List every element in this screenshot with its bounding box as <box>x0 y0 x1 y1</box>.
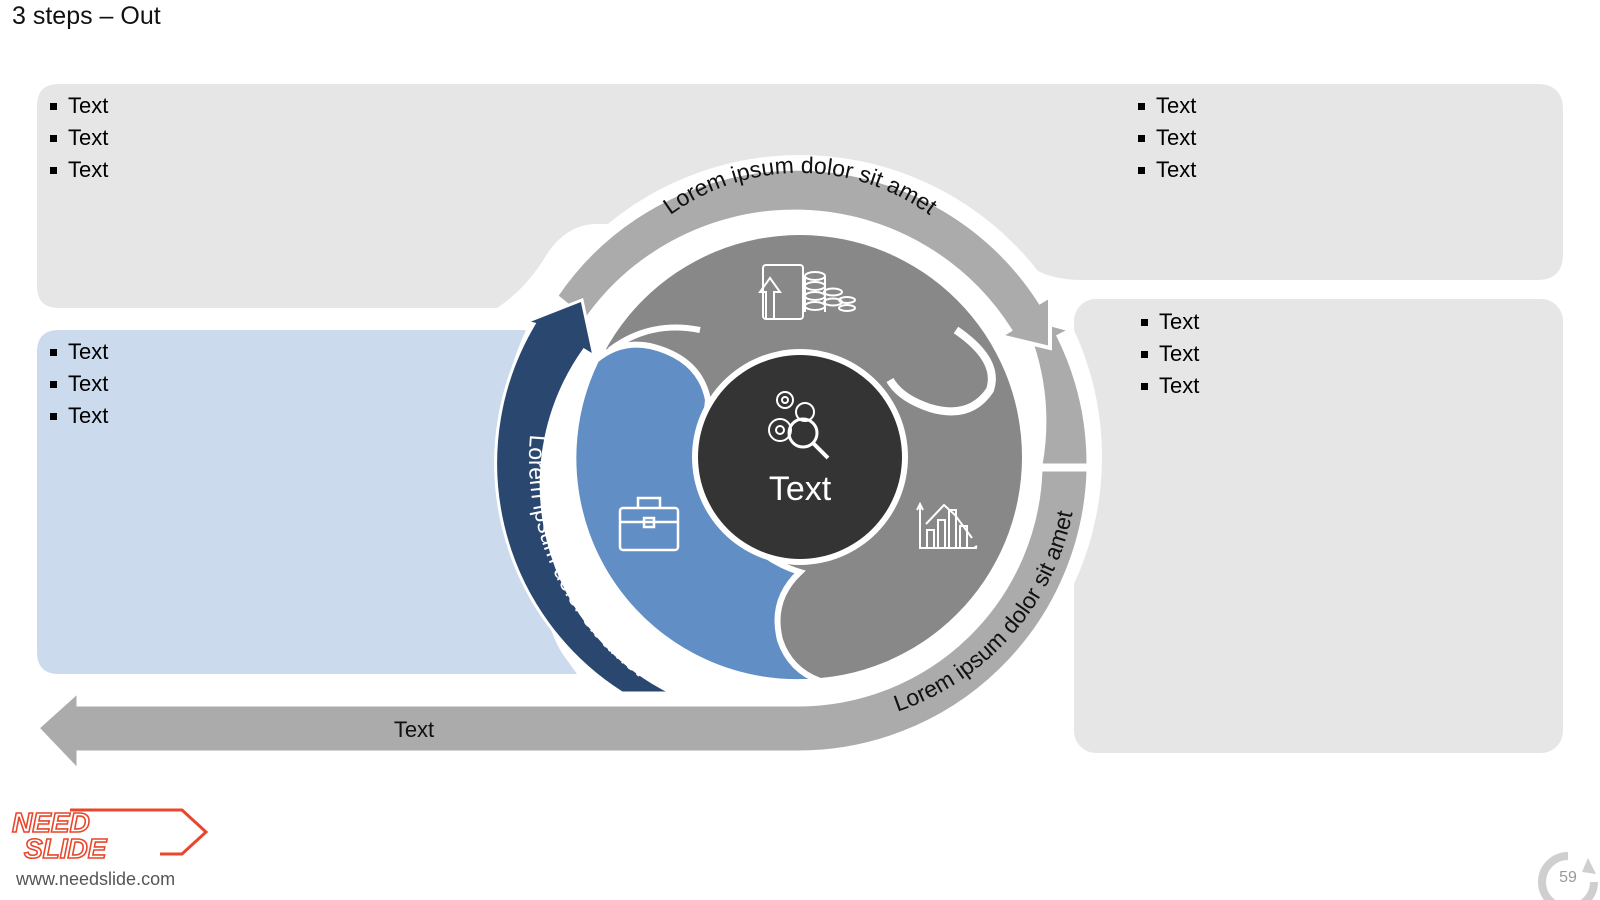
logo-text-slide: SLIDE <box>24 833 108 864</box>
briefcase-icon <box>618 496 680 552</box>
right-text-panel <box>1074 299 1563 753</box>
bullet-item: Text <box>50 336 108 368</box>
top-left-bullet-list: Text Text Text <box>50 90 108 186</box>
top-right-bullet-list: Text Text Text <box>1138 90 1196 186</box>
top-arc-arrow <box>553 166 1052 351</box>
needslide-logo: NEED SLIDE <box>11 806 209 865</box>
right-bullet-list: Text Text Text <box>1141 306 1199 402</box>
gears-search-icon <box>768 391 830 460</box>
bullet-item: Text <box>1138 90 1196 122</box>
center-label: Text <box>769 470 832 508</box>
bullet-item: Text <box>1141 306 1199 338</box>
page-number: 59 <box>1559 869 1577 886</box>
left-arc-arrow <box>494 297 726 695</box>
left-text-panel <box>37 330 577 674</box>
swirl-separator <box>886 326 996 416</box>
page-number-badge <box>1538 852 1598 900</box>
bullet-item: Text <box>1138 122 1196 154</box>
bullet-item: Text <box>1138 154 1196 186</box>
logo-text-need: NEED <box>12 807 90 838</box>
cycle-blue-segment <box>570 341 822 686</box>
center-disc <box>698 355 902 559</box>
analytics-chart-icon <box>916 501 978 549</box>
bullet-item: Text <box>1141 338 1199 370</box>
bullet-item: Text <box>50 122 108 154</box>
bullet-item: Text <box>50 368 108 400</box>
left-bullet-list: Text Text Text <box>50 336 108 432</box>
website-url: www.needslide.com <box>16 869 176 889</box>
slide-title: 3 steps – Out <box>12 2 161 30</box>
bullet-item: Text <box>50 400 108 432</box>
bullet-item: Text <box>50 154 108 186</box>
out-arrow-label: Text <box>394 717 434 742</box>
bullet-item: Text <box>1141 370 1199 402</box>
bullet-item: Text <box>50 90 108 122</box>
swirl-separator <box>608 324 701 353</box>
finance-coins-icon <box>758 264 856 320</box>
out-arrow <box>35 468 1090 774</box>
